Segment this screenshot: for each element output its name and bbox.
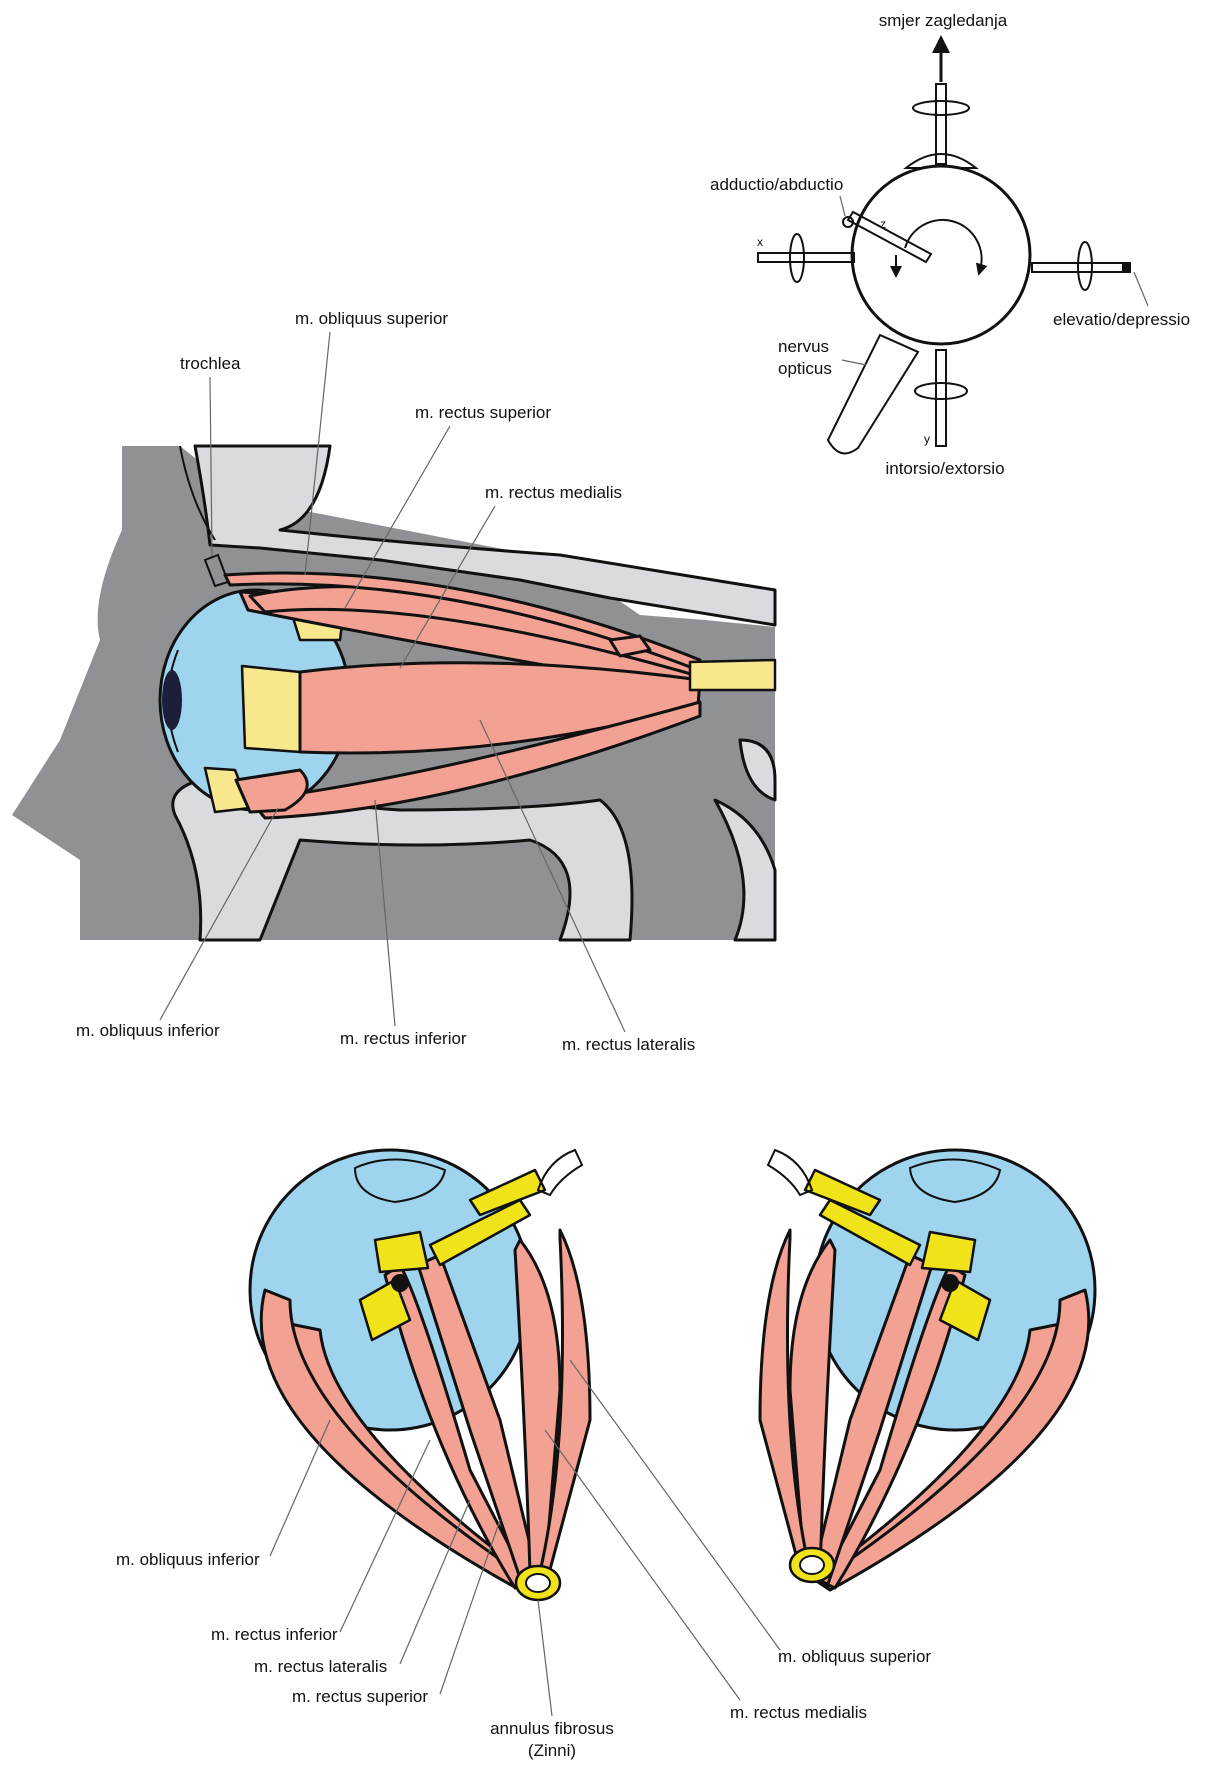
right-eye-view [760,1150,1095,1590]
label-front-rectus-medialis: m. rectus medialis [730,1703,867,1722]
axis-rod-x [758,253,854,262]
label-front-rectus-lateralis: m. rectus lateralis [254,1657,387,1676]
label-rectus-medialis: m. rectus medialis [485,483,622,502]
label-rectus-inferior: m. rectus inferior [340,1029,467,1048]
optic-nerve-stump [828,335,918,453]
label-front-obliquus-superior: m. obliquus superior [778,1647,931,1666]
label-rectus-superior: m. rectus superior [415,403,551,422]
label-obliquus-superior: m. obliquus superior [295,309,448,328]
label-trochlea: trochlea [180,354,241,373]
label-annulus-1: annulus fibrosus [490,1719,614,1738]
label-front-obliquus-inferior: m. obliquus inferior [116,1550,260,1569]
label-obliquus-inferior: m. obliquus inferior [76,1021,220,1040]
adduction-label: adductio/abductio [710,175,843,194]
pupil-lateral [162,670,182,730]
rotation-ring-right [1078,242,1092,290]
tendon-rectus-lateralis [242,666,300,752]
axis-rod-right [1032,263,1130,272]
gaze-direction-label: smjer zagledanja [879,11,1008,30]
rotation-ring-top [913,101,969,115]
label-annulus-2: (Zinni) [528,1741,576,1760]
axis-rod-top [936,84,946,164]
left-eye-view [250,1150,590,1600]
tendon-left-a [375,1232,428,1272]
rotation-ring-x [790,234,804,282]
tendon-right-a [922,1232,975,1272]
axis-y-label: y [924,432,930,446]
label-rectus-lateralis: m. rectus lateralis [562,1035,695,1054]
elevation-label: elevatio/depressio [1053,310,1190,329]
annulus-tendon-lateral [690,660,775,690]
optic-nerve-label-2: opticus [778,359,832,378]
intorsion-label: intorsio/extorsio [885,459,1004,478]
globe-outline [852,166,1030,344]
lateral-view: m. obliquus superior trochlea m. rectus … [12,309,775,1054]
label-front-rectus-inferior: m. rectus inferior [211,1625,338,1644]
optic-nerve-label-1: nervus [778,337,829,356]
axis-z-label: z [880,217,886,231]
rotation-ring-y [915,383,967,399]
axis-x-label: x [757,235,763,249]
rotation-axes-diagram: x y z smjer zagledanja adductio/abductio… [710,11,1190,478]
label-front-rectus-superior: m. rectus superior [292,1687,428,1706]
